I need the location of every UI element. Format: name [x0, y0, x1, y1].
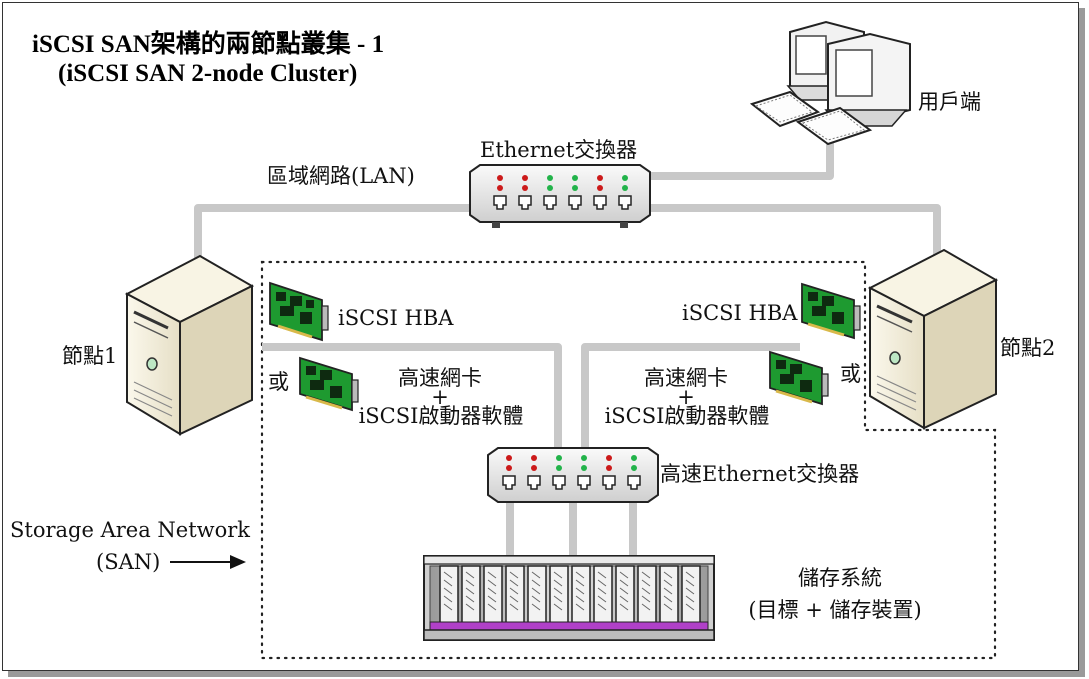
nic-right-label-2: iSCSI啟動器軟體 — [604, 404, 770, 428]
or-left-label: 或 — [268, 370, 289, 394]
or-right-label: 或 — [840, 362, 861, 386]
storage-label-2: (目標 + 儲存裝置) — [748, 598, 922, 622]
hba-card-icon — [269, 281, 329, 342]
san-label-2: (SAN) — [96, 550, 161, 574]
hba-right-label: iSCSI HBA — [682, 301, 798, 325]
storage-label-1: 儲存系統 — [798, 566, 882, 590]
nic-left-label-1: 高速網卡 — [398, 366, 482, 390]
san-cables — [262, 343, 800, 556]
nic-card-icon — [299, 356, 359, 412]
san-label-1: Storage Area Network — [10, 518, 251, 542]
hba-card-icon-right — [801, 282, 861, 340]
nic-right-plus: + — [677, 385, 695, 409]
arrow-right-icon — [170, 555, 246, 569]
san-boundary — [260, 260, 997, 660]
storage-array-icon — [423, 555, 715, 641]
node2-label: 節點2 — [1000, 336, 1056, 360]
nic-right-label-1: 高速網卡 — [644, 366, 728, 390]
nic-left-label-2: iSCSI啟動器軟體 — [358, 404, 524, 428]
title-line2: (iSCSI SAN 2-node Cluster) — [58, 60, 358, 87]
nic-card-icon-right — [769, 350, 829, 406]
nic-left-plus: + — [431, 385, 449, 409]
lan-cables — [194, 140, 941, 262]
server-node2-icon — [867, 248, 999, 430]
ethernet-switch-label: Ethernet交換器 — [480, 138, 638, 162]
high-speed-switch-icon — [487, 447, 659, 503]
client-computer-icon — [749, 20, 911, 146]
hba-left-label: iSCSI HBA — [338, 306, 454, 330]
ethernet-switch-icon — [469, 164, 651, 228]
hs-switch-label: 高速Ethernet交換器 — [660, 462, 860, 486]
client-label: 用戶端 — [918, 90, 981, 114]
switch-leds — [497, 175, 628, 191]
server-node1-icon — [124, 254, 255, 436]
title-line1: iSCSI SAN架構的兩節點叢集 - 1 — [32, 31, 385, 58]
lan-label: 區域網路(LAN) — [267, 164, 415, 188]
node1-label: 節點1 — [62, 344, 118, 368]
